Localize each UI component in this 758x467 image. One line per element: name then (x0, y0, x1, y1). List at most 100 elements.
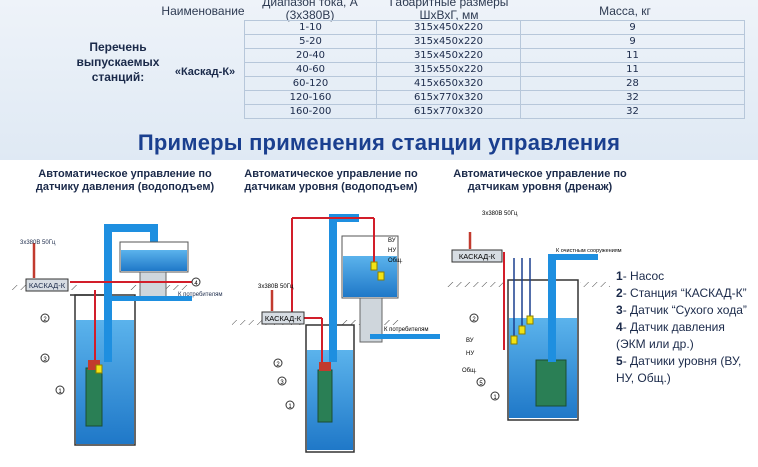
drain-label: К очистным сооружениям (556, 248, 622, 254)
power-label: 3х380В 50Гц (482, 211, 518, 217)
legend-text: Датчики уровня (ВУ, НУ, Общ.) (616, 354, 742, 385)
pump-motor (319, 362, 331, 371)
diagram-2: ВУ НУ Общ. КАСКАД-К 3х380В 50Гц К потреб… (232, 214, 440, 453)
level-vu-label: ВУ (466, 338, 474, 344)
spec-cell-mass: 28 (520, 76, 745, 91)
spec-cell-dims: 615х770х320 (376, 90, 521, 105)
riser-pipe (104, 224, 154, 232)
spec-cell-mass: 32 (520, 90, 745, 105)
svg-text:3: 3 (280, 380, 284, 386)
legend-item: 2- Станция “КАСКАД-К” (616, 286, 747, 300)
svg-text:1: 1 (288, 404, 292, 410)
spec-cell-range: 1-10 (244, 20, 377, 35)
riser-pipe (150, 224, 158, 242)
spec-cell-mass: 9 (520, 34, 745, 49)
consumers-label: К потребителям (178, 292, 222, 298)
spec-cell-dims: 315х450х220 (376, 48, 521, 63)
diagram-caption-1: Автоматическое управление по датчику дав… (35, 168, 215, 193)
svg-text:5: 5 (479, 381, 483, 387)
station-list-label: Перечень выпускаемых станций: (76, 40, 160, 84)
callout-1: 1 (58, 389, 62, 395)
legend-number: 1 (616, 269, 623, 283)
legend-text: Станция “КАСКАД-К” (630, 286, 747, 300)
spec-cell-range: 60-120 (244, 76, 377, 91)
spec-cell-range: 5-20 (244, 34, 377, 49)
spec-cell-dims: 315х450х220 (376, 20, 521, 35)
diagram-caption-3: Автоматическое управление по датчикам ур… (453, 168, 627, 193)
spec-cell-dims: 615х770х320 (376, 104, 521, 119)
control-station (25, 278, 69, 292)
pump-motor (88, 360, 100, 370)
spec-cell-mass: 11 (520, 48, 745, 63)
level-nu-label: НУ (388, 248, 396, 254)
tank-water (121, 250, 187, 271)
header-mass: Масса, кг (599, 4, 651, 18)
spec-cell-dims: 315х450х220 (376, 34, 521, 49)
legend: 1- Насос 2- Станция “КАСКАД-К” 3- Датчик “… (616, 268, 756, 387)
station-name: «Каскад-К» (174, 66, 236, 78)
spec-cell-range: 160-200 (244, 104, 377, 119)
spec-cell-dims: 315х550х220 (376, 62, 521, 77)
power-label: 3х380В 50Гц (20, 240, 56, 246)
spec-cell-mass: 9 (520, 20, 745, 35)
legend-number: 2 (616, 286, 623, 300)
diagrams-illustration: КАСКАД-К 3х380В 50Гц К потребителям 2 3 … (10, 211, 622, 453)
spec-cell-mass: 11 (520, 62, 745, 77)
diagram-1: КАСКАД-К 3х380В 50Гц К потребителям 2 3 … (10, 224, 222, 446)
svg-text:2: 2 (472, 317, 476, 323)
control-station (451, 249, 503, 263)
riser-pipe (104, 230, 112, 362)
legend-item: 3- Датчик “Сухого хода” (616, 303, 747, 317)
consumer-pipe (370, 334, 440, 339)
pump-body (317, 369, 333, 423)
spec-cell-range: 120-160 (244, 90, 377, 105)
svg-text:2: 2 (276, 362, 280, 368)
consumers-label: К потребителям (384, 327, 428, 333)
legend-item: 1- Насос (616, 269, 665, 283)
level-common-label: Общ. (388, 258, 403, 264)
spec-cell-mass: 32 (520, 104, 745, 119)
dry-run-sensor (95, 364, 103, 374)
control-station (261, 311, 305, 325)
level-vu-label: ВУ (388, 238, 396, 244)
power-label: 3х380В 50Гц (258, 284, 294, 290)
legend-number: 4 (616, 320, 623, 334)
station-label: КАСКАД-К (459, 252, 496, 261)
pump-body (85, 367, 103, 427)
level-common-label: Общ. (462, 368, 477, 374)
page-title: Примеры применения станции управления (137, 130, 621, 155)
legend-text: Насос (630, 269, 665, 283)
riser-pipe (329, 220, 337, 362)
diagram-caption-2: Автоматическое управление по датчикам ур… (244, 168, 418, 193)
level-nu-label: НУ (466, 351, 474, 357)
spec-cell-range: 40-60 (244, 62, 377, 77)
legend-text: Датчик “Сухого хода” (630, 303, 747, 317)
svg-text:1: 1 (493, 395, 497, 401)
station-label: КАСКАД-К (265, 314, 302, 323)
legend-item: 5- Датчики уровня (ВУ, НУ, Общ.) (616, 354, 742, 385)
drain-pipe (548, 256, 556, 362)
tank-stand (139, 271, 167, 299)
header-dims: Габаритные размеры ШхВхГ, мм (389, 0, 509, 22)
tank-water (343, 256, 397, 297)
header-current: Диапазон тока, А (3х380В) (262, 0, 358, 22)
spec-cell-range: 20-40 (244, 48, 377, 63)
tank-stand (359, 297, 383, 343)
callout-3: 3 (43, 357, 47, 363)
station-label: КАСКАД-К (29, 281, 66, 290)
legend-item: 4- Датчик давления (ЭКМ или др.) (616, 320, 725, 351)
legend-number: 5 (616, 354, 623, 368)
legend-text: Датчик давления (ЭКМ или др.) (616, 320, 725, 351)
drain-pipe (548, 254, 598, 260)
header-name: Наименование (161, 4, 245, 18)
pump-body (535, 359, 567, 407)
